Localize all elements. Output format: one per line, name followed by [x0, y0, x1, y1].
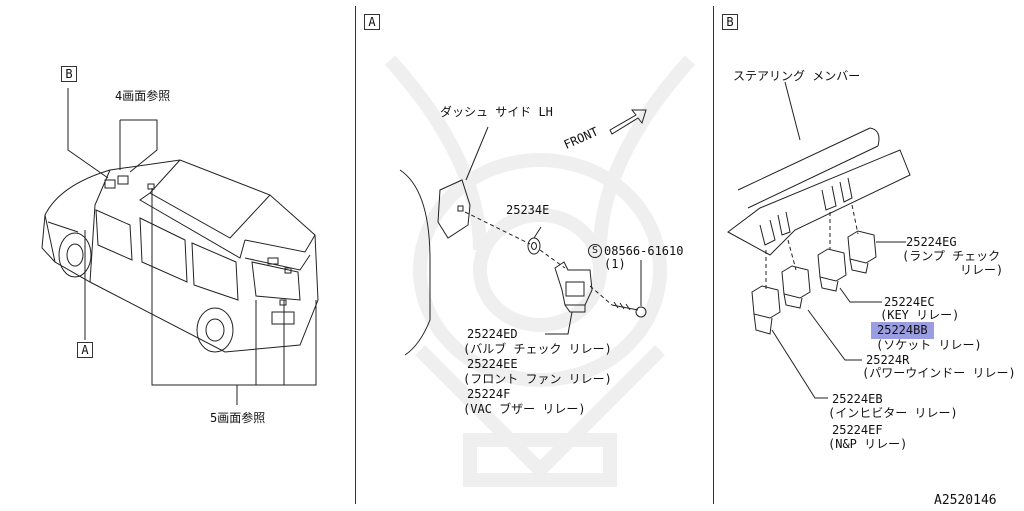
part-25224ee: 25224EE — [467, 357, 518, 371]
part-25234e: 25234E — [506, 203, 550, 217]
part-25224bb-desc: (ソケット リレー) — [876, 338, 982, 352]
part-25224bb-highlighted: 25224BB — [871, 322, 934, 339]
part-25224ee-desc: (フロント ファン リレー) — [463, 372, 612, 386]
part-25224ef: 25224EF — [832, 423, 883, 437]
part-08566-qty: (1) — [604, 257, 626, 271]
watermark-emblem — [384, 55, 696, 487]
label-dash-side: ダッシュ サイド LH — [440, 105, 553, 119]
callout-b: B — [61, 66, 77, 82]
part-25224f: 25224F — [467, 387, 511, 401]
part-08566-mark: S — [588, 244, 602, 258]
part-25224eg-desc1: (ランプ チェック — [902, 249, 1001, 263]
part-25224eg: 25224EG — [906, 235, 957, 249]
part-25224r-desc: (パワーウインドー リレー) — [862, 366, 1016, 380]
part-08566: 08566-61610 — [604, 244, 684, 258]
part-25224f-desc: (VAC ブザー リレー) — [463, 402, 586, 416]
part-25224eb-desc: (インヒビター リレー) — [828, 406, 958, 420]
ref-page-4: 4画面参照 — [115, 89, 171, 103]
part-25224ed: 25224ED — [467, 327, 518, 341]
part-25224ef-desc: (N&P リレー) — [828, 437, 908, 451]
label-steering-member: ステアリング メンバー — [733, 69, 861, 83]
part-25224ed-desc: (バルブ チェック リレー) — [463, 342, 612, 356]
part-25224ec: 25224EC — [884, 295, 935, 309]
part-25224eb: 25224EB — [832, 392, 883, 406]
callout-a: A — [77, 342, 93, 358]
part-25224ec-desc: (KEY リレー) — [880, 308, 960, 322]
part-25224eg-desc2: リレー) — [960, 263, 1004, 277]
panel-b-tag: B — [722, 14, 738, 30]
panel-divider-2 — [713, 6, 714, 504]
ref-page-5: 5画面参照 — [210, 411, 266, 425]
part-25224r: 25224R — [866, 353, 910, 367]
drawing-number: A2520146 — [934, 493, 997, 508]
panel-a-tag: A — [364, 14, 380, 30]
panel-divider-1 — [355, 6, 356, 504]
